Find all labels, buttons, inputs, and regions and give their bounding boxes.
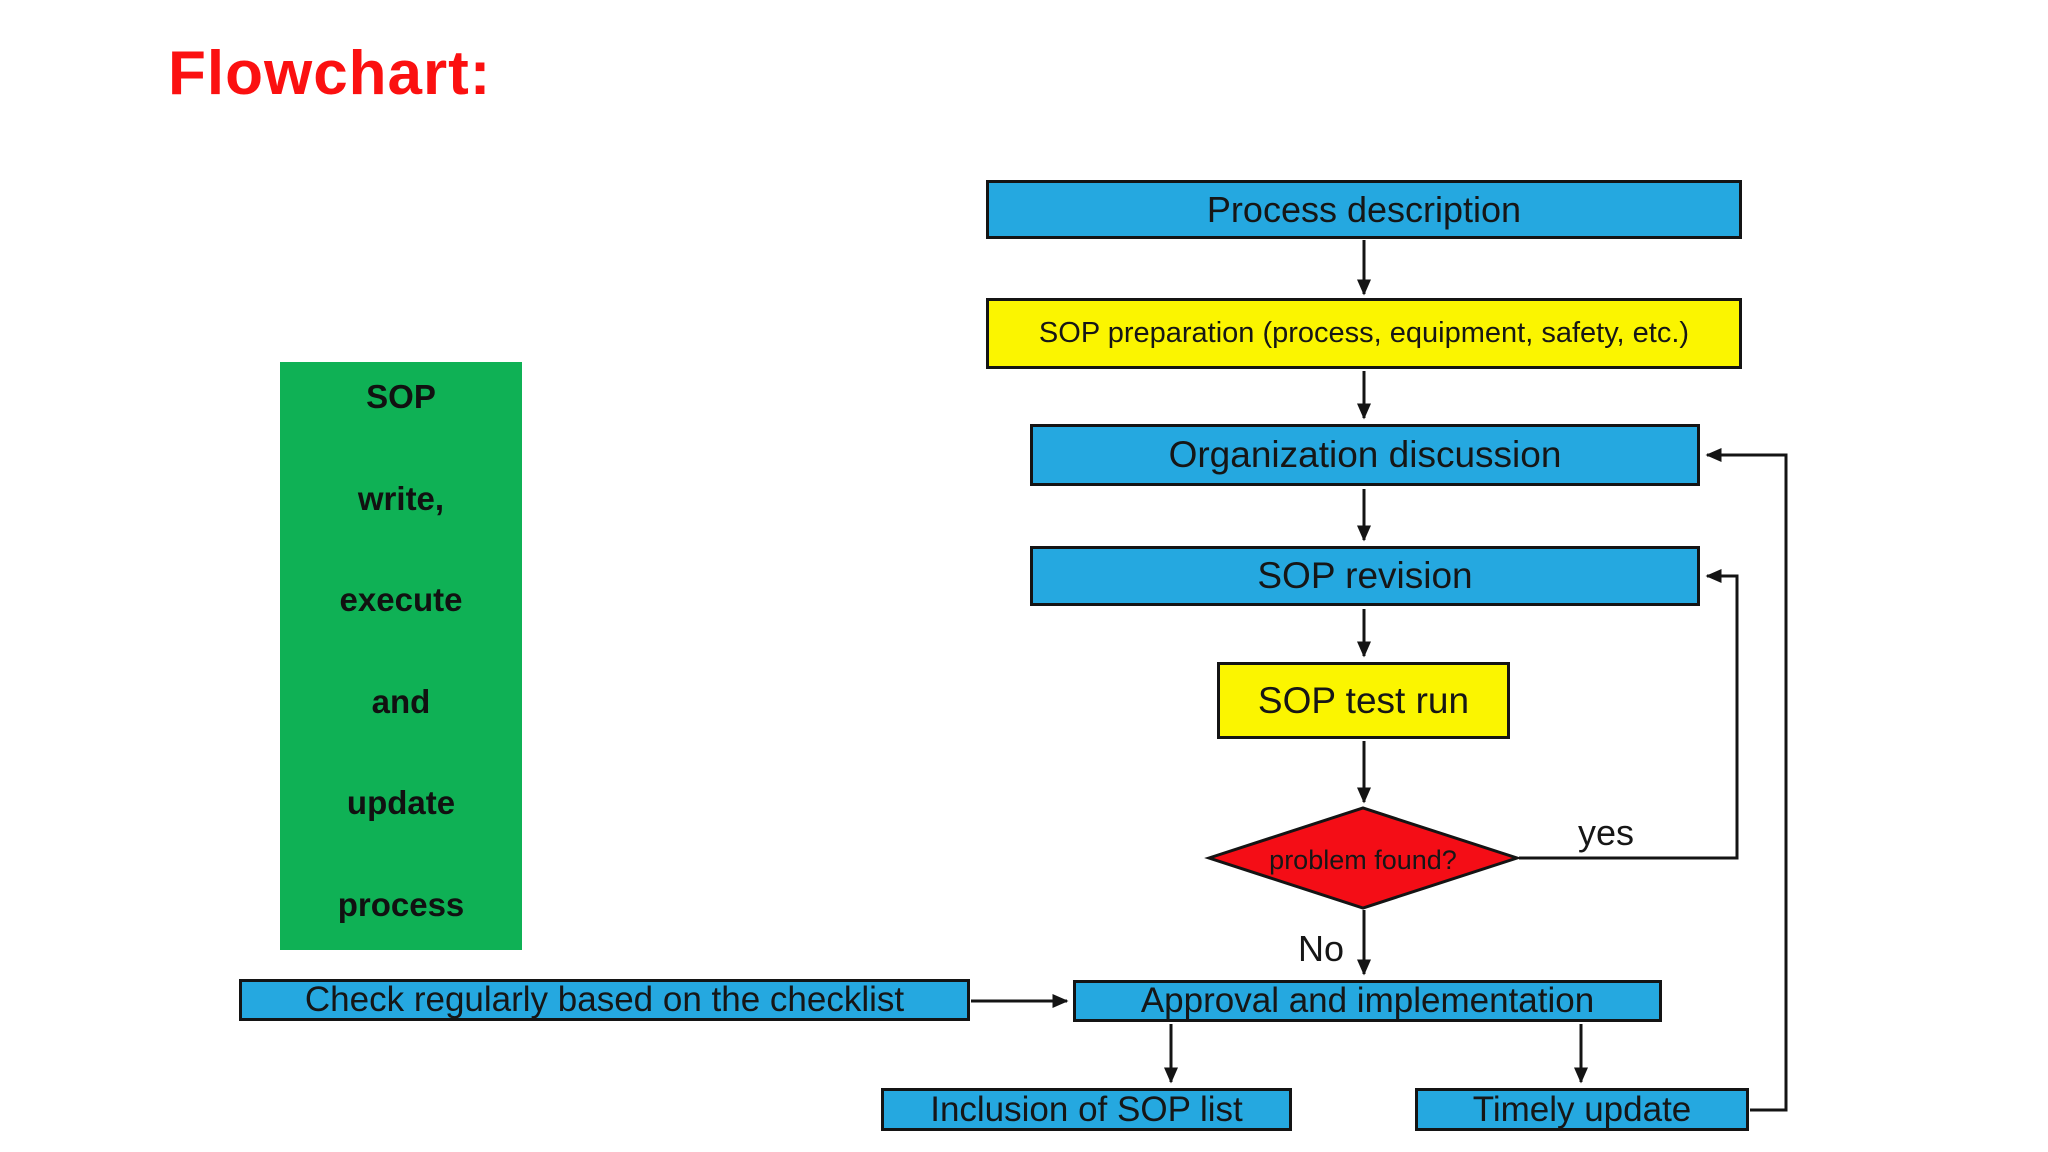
node-organization-discussion: Organization discussion <box>1030 424 1700 486</box>
side-note-green-box: SOP write, execute and update process <box>280 362 522 950</box>
node-process-description: Process description <box>986 180 1742 239</box>
arrow-yes-loop-to-revision <box>1519 569 1739 860</box>
arrow-timely-loop-to-org <box>1705 448 1788 1112</box>
node-check-regularly: Check regularly based on the checklist <box>239 979 970 1021</box>
node-sop-test-run: SOP test run <box>1217 662 1510 739</box>
node-timely-update: Timely update <box>1415 1088 1749 1131</box>
edge-label-no: No <box>1298 928 1345 969</box>
decision-diamond <box>1204 806 1522 910</box>
side-note-line: update <box>346 784 456 822</box>
node-approval-implementation: Approval and implementation <box>1073 980 1662 1022</box>
node-inclusion-sop-list: Inclusion of SOP list <box>881 1088 1292 1131</box>
node-problem-found-label: problem found? <box>1269 844 1457 875</box>
node-sop-revision: SOP revision <box>1030 546 1700 606</box>
side-note-line: process <box>337 885 465 923</box>
side-note-line: SOP <box>366 378 436 415</box>
node-sop-preparation: SOP preparation (process, equipment, saf… <box>986 298 1742 369</box>
side-note-line: execute <box>339 581 463 619</box>
page-title: Flowchart: <box>168 39 492 108</box>
side-note-line: and <box>371 682 431 720</box>
edge-label-yes: yes <box>1578 812 1635 853</box>
side-note-line: write, <box>357 479 445 517</box>
